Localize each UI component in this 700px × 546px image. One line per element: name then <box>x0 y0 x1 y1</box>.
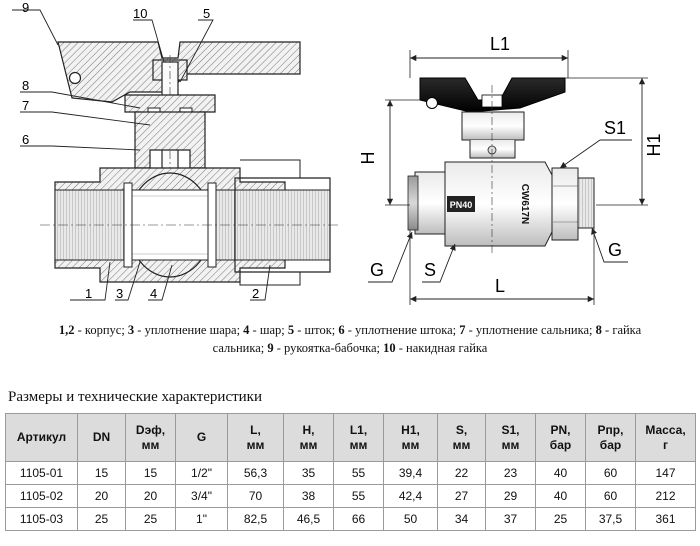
column-header: H, мм <box>283 413 334 462</box>
column-header: Pпр, бар <box>585 413 636 462</box>
table-cell: 27 <box>437 484 486 508</box>
table-cell: 82,5 <box>227 507 284 531</box>
callout-1: 1 <box>85 286 92 301</box>
column-header: G <box>175 413 228 462</box>
dim-S: S <box>424 260 436 280</box>
table-cell: 1" <box>175 507 228 531</box>
table-cell: 1105-01 <box>5 461 78 485</box>
legend-caption: 1,2 - корпус; 3 - уплотнение шара; 4 - ш… <box>40 321 660 357</box>
table-cell: 34 <box>437 507 486 531</box>
table-cell: 37 <box>485 507 536 531</box>
caption-item: 8 - гайка сальника; <box>212 323 642 355</box>
table-cell: 25 <box>125 507 176 531</box>
callout-9: 9 <box>22 0 29 15</box>
column-header: DN <box>77 413 126 462</box>
column-header: Масса, г <box>635 413 696 462</box>
technical-drawings: 9 10 5 8 7 6 1 3 4 2 PN40 CW617N <box>12 0 664 305</box>
callout-2: 2 <box>252 286 259 301</box>
table-cell: 37,5 <box>585 507 636 531</box>
table-cell: 1105-03 <box>5 507 78 531</box>
caption-item: 4 - шар; <box>243 323 288 337</box>
table-cell: 42,4 <box>383 484 438 508</box>
table-cell: 29 <box>485 484 536 508</box>
dim-L: L <box>495 276 505 296</box>
callout-4: 4 <box>150 286 157 301</box>
right-thread <box>577 177 595 229</box>
caption-item: 7 - уплотнение сальника; <box>459 323 596 337</box>
dim-G-left: G <box>370 260 384 280</box>
handle-hole <box>68 71 82 85</box>
callout-8: 8 <box>22 78 29 93</box>
caption-item: 9 - рукоятка-бабочка; <box>267 341 384 355</box>
table-cell: 55 <box>333 484 384 508</box>
column-header: Dэф, мм <box>125 413 176 462</box>
table-cell: 15 <box>125 461 176 485</box>
table-cell: 23 <box>485 461 536 485</box>
right-hex-nut <box>551 167 579 241</box>
table-cell: 25 <box>535 507 586 531</box>
callout-7: 7 <box>22 98 29 113</box>
caption-item: 1,2 - корпус; <box>58 323 128 337</box>
table-cell: 147 <box>635 461 696 485</box>
table-cell: 66 <box>333 507 384 531</box>
table-cell: 70 <box>227 484 284 508</box>
section-title: Размеры и технические характеристики <box>8 389 262 405</box>
callout-6: 6 <box>22 132 29 147</box>
caption-item: 5 - шток; <box>287 323 339 337</box>
callout-10: 10 <box>133 6 147 21</box>
table-cell: 55 <box>333 461 384 485</box>
dim-S1: S1 <box>604 118 626 138</box>
column-header: S1, мм <box>485 413 536 462</box>
callout-5: 5 <box>203 6 210 21</box>
dim-G-right: G <box>608 240 622 260</box>
caption-item: 6 - уплотнение штока; <box>338 323 460 337</box>
handle-hole-icon <box>426 97 438 109</box>
caption-item: 10 - накидная гайка <box>383 341 488 355</box>
table-cell: 50 <box>383 507 438 531</box>
table-cell: 20 <box>77 484 126 508</box>
table-cell: 56,3 <box>227 461 284 485</box>
column-header: Артикул <box>5 413 78 462</box>
table-cell: 60 <box>585 484 636 508</box>
column-header: L, мм <box>227 413 284 462</box>
caption-item: 3 - уплотнение шара; <box>127 323 244 337</box>
table-cell: 20 <box>125 484 176 508</box>
sectional-drawing: 9 10 5 8 7 6 1 3 4 2 <box>12 0 340 301</box>
table-cell: 1105-02 <box>5 484 78 508</box>
table-cell: 40 <box>535 461 586 485</box>
table-cell: 212 <box>635 484 696 508</box>
table-cell: 39,4 <box>383 461 438 485</box>
dim-H: H <box>358 152 378 165</box>
cw-mark: CW617N <box>519 184 530 225</box>
table-cell: 60 <box>585 461 636 485</box>
dim-H1: H1 <box>644 133 664 156</box>
table-cell: 38 <box>283 484 334 508</box>
column-header: S, мм <box>437 413 486 462</box>
table-cell: 3/4" <box>175 484 228 508</box>
table-cell: 361 <box>635 507 696 531</box>
table-cell: 40 <box>535 484 586 508</box>
pn-mark: PN40 <box>450 200 473 210</box>
table-cell: 25 <box>77 507 126 531</box>
table-cell: 1/2" <box>175 461 228 485</box>
table-cell: 35 <box>283 461 334 485</box>
pn-mark-bg <box>447 196 475 212</box>
exterior-drawing: PN40 CW617N L1 H H1 S1 G S <box>358 34 664 305</box>
column-header: H1, мм <box>383 413 438 462</box>
column-header: PN, бар <box>535 413 586 462</box>
table-cell: 46,5 <box>283 507 334 531</box>
callout-3: 3 <box>116 286 123 301</box>
bonnet <box>461 111 525 141</box>
column-header: L1, мм <box>333 413 384 462</box>
left-end <box>414 171 446 235</box>
table-cell: 15 <box>77 461 126 485</box>
dim-L1: L1 <box>490 34 510 54</box>
table-cell: 22 <box>437 461 486 485</box>
